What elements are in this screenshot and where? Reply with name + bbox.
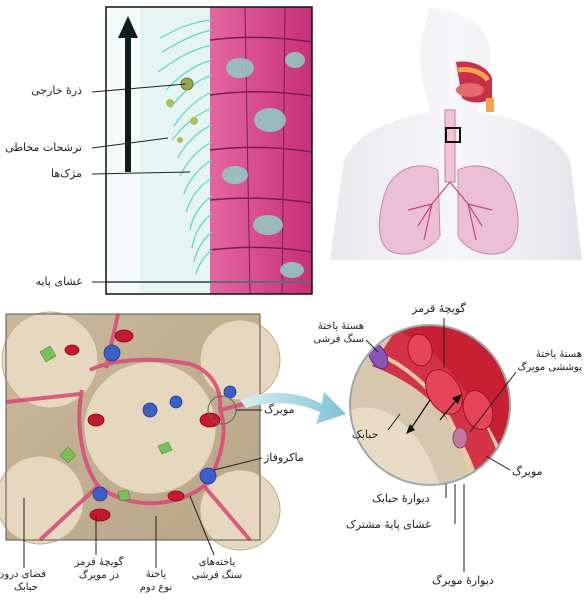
label-squamous-nucleus: هستهٔ یاختهٔ سنگ فرشی xyxy=(300,320,364,346)
label-squamous-line2: سنگ فرشی xyxy=(190,569,244,582)
label-type2-cell: یاختهٔ نوع دوم xyxy=(134,568,178,594)
label-alveolar-space-line1: فضای درون xyxy=(6,568,46,581)
label-alveolar-wall: دیوارهٔ حبابک xyxy=(372,492,430,505)
alveoli-illustration xyxy=(0,312,280,550)
airway-epithelium-illustration xyxy=(106,7,312,294)
label-rbc-line2: در مویرگ xyxy=(72,569,126,582)
label-red-blood-cell: گویچهٔ قرمز xyxy=(412,302,466,315)
label-squamous-line1: یاخته‌های xyxy=(190,556,244,569)
torso-lungs-illustration xyxy=(330,8,582,260)
label-endothelial-nucleus: هستهٔ یاختهٔ پوششی مویرگ xyxy=(512,348,582,374)
label-alveolus: حبابک xyxy=(352,428,378,441)
label-alveolar-space: فضای درون حبابک xyxy=(6,568,46,594)
label-squamous-nucleus-line1: هستهٔ یاختهٔ xyxy=(300,320,364,333)
label-type2-line1: یاختهٔ xyxy=(134,568,178,581)
label-rbc-line1: گویچهٔ قرمز xyxy=(72,556,126,569)
label-endothelial-nucleus-line1: هستهٔ یاختهٔ xyxy=(512,348,582,361)
label-capillary-wall: دیوارهٔ مویرگ xyxy=(432,574,494,587)
label-capillary-detail: مویرگ xyxy=(512,465,543,478)
label-mucus-secretion: ترشحات مخاطی xyxy=(5,141,82,154)
label-common-basement-membrane: غشای پایهٔ مشترک xyxy=(346,518,431,531)
label-endothelial-nucleus-line2: پوششی مویرگ xyxy=(512,361,582,374)
label-alveolar-space-line2: حبابک xyxy=(6,581,46,594)
label-rbc-in-capillary: گویچهٔ قرمز در مویرگ xyxy=(72,556,126,582)
label-basement-membrane: غشای پایه xyxy=(36,275,82,288)
label-foreign-particle: ذرهٔ خارجی xyxy=(31,84,82,97)
label-capillary: مویرگ xyxy=(264,403,295,416)
label-macrophage: ماکروفاژ xyxy=(264,451,304,464)
label-squamous-nucleus-line2: سنگ فرشی xyxy=(300,333,364,346)
label-type2-line2: نوع دوم xyxy=(134,581,178,594)
label-squamous-cells: یاخته‌های سنگ فرشی xyxy=(190,556,244,582)
label-cilia: مژک‌ها xyxy=(51,167,82,180)
